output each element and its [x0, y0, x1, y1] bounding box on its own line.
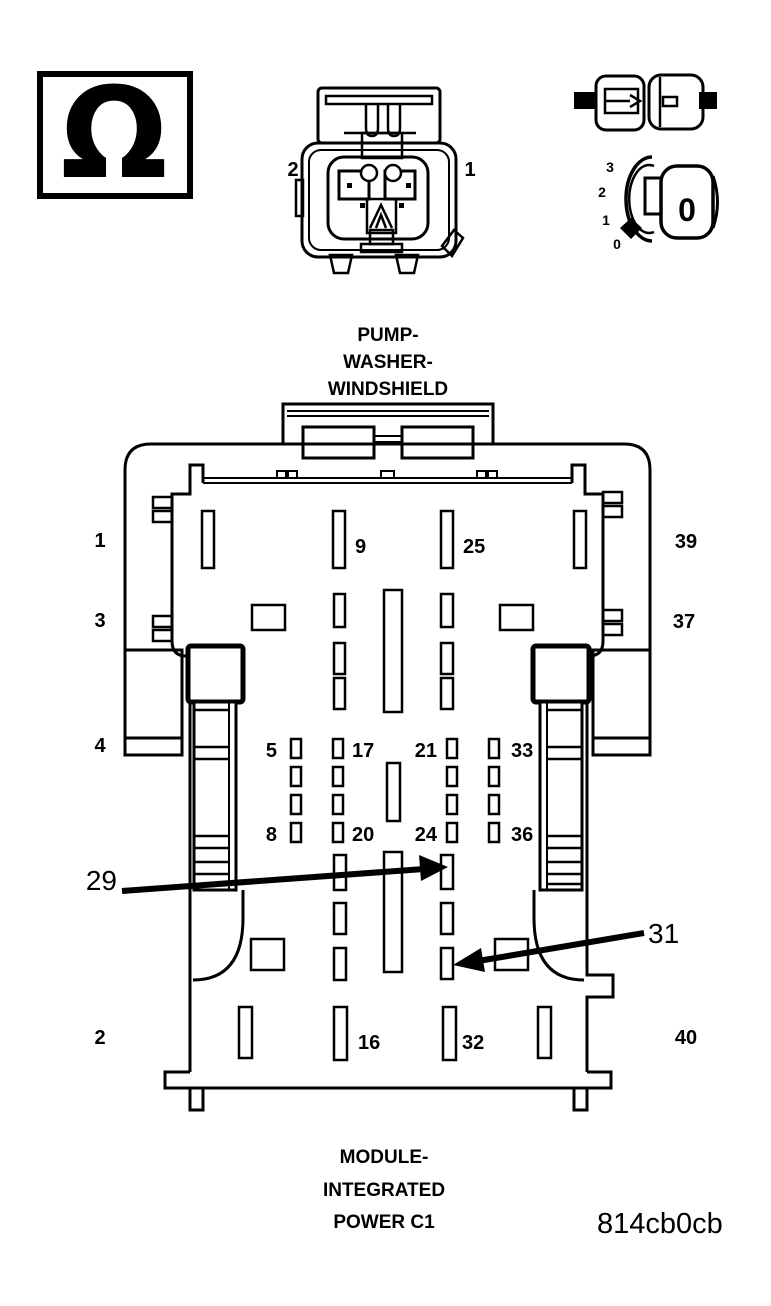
terminal-2 [337, 169, 371, 201]
pump-pin-1-label: 1 [464, 159, 475, 181]
foot-right [572, 1086, 589, 1112]
pin-label-17: 17 [352, 740, 374, 762]
main-connector-title: MODULE- INTEGRATED POWER C1 [323, 1147, 445, 1233]
pin-16-slot [332, 1005, 349, 1062]
ignition-pos-3: 3 [606, 159, 614, 175]
ignition-pos-2: 2 [598, 184, 606, 200]
pin-slots [200, 509, 588, 1062]
center-key-slot-upper [382, 588, 404, 714]
pin-label-32: 32 [462, 1032, 484, 1054]
pin-29-slot [439, 853, 455, 891]
terminal-cavity [326, 155, 430, 241]
pin-9-slot [331, 509, 347, 570]
pin-label-33: 33 [511, 740, 533, 762]
pin-25-slot [439, 509, 455, 570]
callout-29: 29 [86, 855, 448, 896]
callout-29-arrow [121, 866, 425, 894]
callout-31: 31 [453, 918, 679, 972]
lock-tabs [364, 104, 402, 138]
title-line-2: WASHER- [343, 352, 433, 373]
ignition-pos-0: 0 [613, 236, 621, 252]
callout-31-arrowhead [453, 948, 485, 972]
switch-dial [624, 155, 653, 243]
ohm-symbol-icon: Ω [37, 60, 193, 207]
main-connector-housing [123, 402, 652, 1112]
pin-36-slot [487, 821, 501, 844]
pin-label-20: 20 [352, 824, 374, 846]
callout-31-label: 31 [648, 918, 679, 949]
pin-24-slot [445, 821, 459, 844]
side-label-3: 3 [94, 610, 105, 632]
terminal-tower-left-cap [185, 643, 246, 705]
pin-5-slot [289, 737, 303, 760]
pin-31-slot [439, 946, 455, 981]
title-line-1: MODULE- [340, 1147, 429, 1168]
pin-32-slot [441, 1005, 458, 1062]
pin-label-21: 21 [415, 740, 437, 762]
foot-left [188, 1086, 205, 1112]
callout-29-arrowhead [419, 855, 448, 881]
pin-label-5: 5 [266, 740, 277, 762]
pin-label-16: 16 [358, 1032, 380, 1054]
pin-8-slot [289, 821, 303, 844]
male-connector [594, 74, 646, 132]
connector-pair-icon [574, 73, 717, 132]
diagram-code: 814cb0cb [597, 1208, 723, 1240]
side-label-4: 4 [94, 735, 106, 757]
ignition-switch-icon: 0 3 2 1 0 [598, 155, 719, 252]
pump-pin-2-label: 2 [287, 159, 298, 181]
side-label-2: 2 [94, 1027, 105, 1049]
pin-21-slot [445, 737, 459, 760]
center-key-slot-lower [382, 850, 404, 974]
ohm-symbol-glyph: Ω [60, 60, 167, 207]
pin-label-8: 8 [266, 824, 277, 846]
pin-label-25: 25 [463, 536, 485, 558]
pump-connector-title: PUMP- WASHER- WINDSHIELD [328, 325, 448, 400]
side-label-1: 1 [94, 530, 105, 552]
keyway [365, 197, 398, 235]
pin-label-9: 9 [355, 536, 366, 558]
pin-17-slot [331, 737, 345, 760]
side-label-39: 39 [675, 531, 697, 553]
side-label-40: 40 [675, 1027, 697, 1049]
pump-washer-connector: 2 1 [287, 86, 476, 275]
base-flange [163, 1070, 613, 1090]
ohm-symbol-box [37, 71, 193, 199]
pin-33-slot [487, 737, 501, 760]
side-label-37: 37 [673, 611, 695, 633]
ignition-pos-1: 1 [602, 212, 610, 228]
pin-label-36: 36 [511, 824, 533, 846]
terminal-tower-right-cap [530, 643, 592, 705]
wire-stub-right [699, 92, 717, 109]
pin-20-slot [331, 821, 345, 844]
callout-31-arrow [477, 930, 645, 964]
pin-labels: 9 25 5 17 21 33 8 20 24 36 16 32 [266, 536, 533, 1054]
position-marker [620, 218, 642, 239]
title-line-2: INTEGRATED [323, 1180, 445, 1201]
wire-stub-left [574, 92, 596, 109]
housing-outline [123, 442, 652, 650]
callout-29-label: 29 [86, 865, 117, 896]
title-line-3: POWER C1 [333, 1212, 435, 1233]
key-head [659, 164, 715, 240]
side-labels: 1 3 4 2 39 37 40 [94, 530, 697, 1049]
key-position-label: 0 [678, 192, 696, 228]
title-line-1: PUMP- [357, 325, 418, 346]
pin-label-24: 24 [415, 824, 438, 846]
title-line-3: WINDSHIELD [328, 379, 448, 400]
